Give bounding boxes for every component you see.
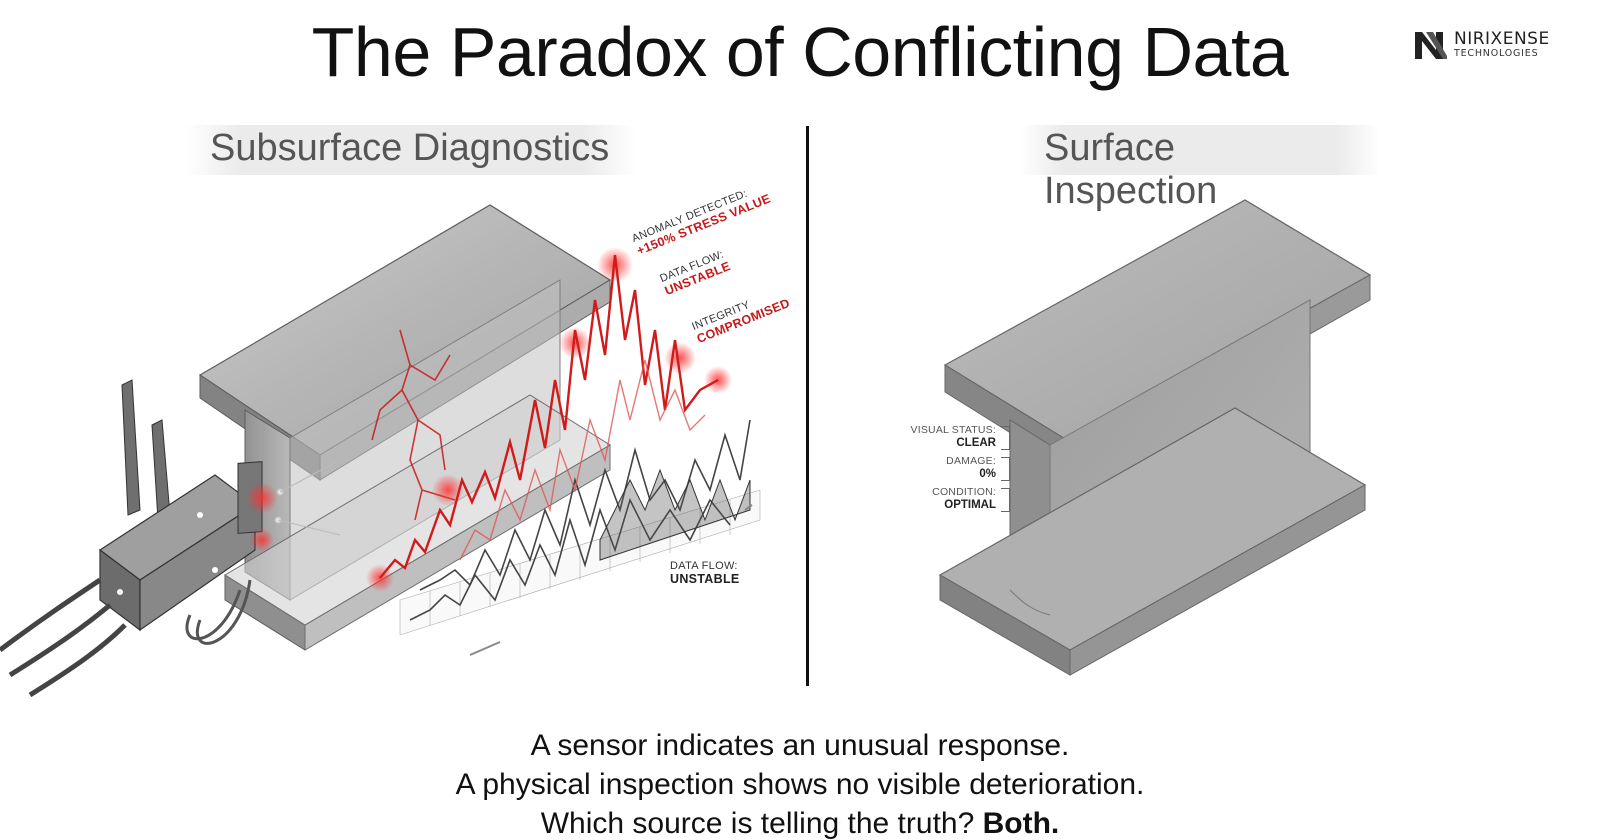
caption-line-2: A physical inspection shows no visible d… bbox=[455, 768, 1145, 801]
caption: A sensor indicates an unusual response. … bbox=[0, 726, 1600, 840]
status-row-condition: CONDITION: OPTIMAL bbox=[900, 486, 1010, 512]
page-title: The Paradox of Conflicting Data bbox=[311, 13, 1289, 91]
logo-brand: NIRIXENSE bbox=[1454, 29, 1550, 49]
scale-mark bbox=[469, 641, 501, 656]
status-damage-value: 0% bbox=[979, 468, 996, 480]
status-row-visual: VISUAL STATUS: CLEAR bbox=[900, 424, 1010, 450]
sensor-device bbox=[0, 379, 341, 698]
status-condition-value: OPTIMAL bbox=[944, 499, 996, 511]
waveform-shaded bbox=[599, 468, 751, 561]
status-row-damage: DAMAGE: 0% bbox=[900, 455, 1010, 481]
annotation-dataflow-bottom: DATA FLOW: UNSTABLE bbox=[670, 560, 740, 586]
steel-beam-solid bbox=[938, 199, 1372, 676]
surface-status: VISUAL STATUS: CLEAR DAMAGE: 0% CONDITIO… bbox=[900, 424, 1010, 517]
right-panel-heading: Surface Inspection bbox=[1020, 125, 1380, 212]
caption-question: Which source is telling the truth? bbox=[540, 807, 975, 840]
caption-line-1: A sensor indicates an unusual response. bbox=[530, 729, 1070, 762]
subsurface-illustration bbox=[0, 204, 761, 698]
annotation-dataflow-bottom-label: DATA FLOW: bbox=[670, 560, 738, 572]
caption-line-3: Which source is telling the truth? Both. bbox=[0, 804, 1600, 840]
annotation-dataflow-bottom-value: UNSTABLE bbox=[670, 572, 740, 586]
status-damage-label: DAMAGE: bbox=[946, 455, 996, 467]
caption-answer: Both. bbox=[982, 807, 1060, 840]
left-panel-heading: Subsurface Diagnostics bbox=[186, 125, 636, 175]
status-visual-value: CLEAR bbox=[956, 437, 996, 449]
panel-divider bbox=[806, 126, 809, 686]
status-visual-label: VISUAL STATUS: bbox=[910, 424, 996, 436]
red-anomaly-waveform bbox=[366, 247, 732, 592]
status-condition-label: CONDITION: bbox=[932, 486, 996, 498]
waveforms-grey bbox=[409, 419, 751, 621]
logo-sub: TECHNOLOGIES bbox=[1454, 48, 1539, 59]
logo-mark-icon bbox=[1415, 32, 1447, 59]
company-logo: NIRIXENSE TECHNOLOGIES bbox=[1412, 28, 1550, 62]
